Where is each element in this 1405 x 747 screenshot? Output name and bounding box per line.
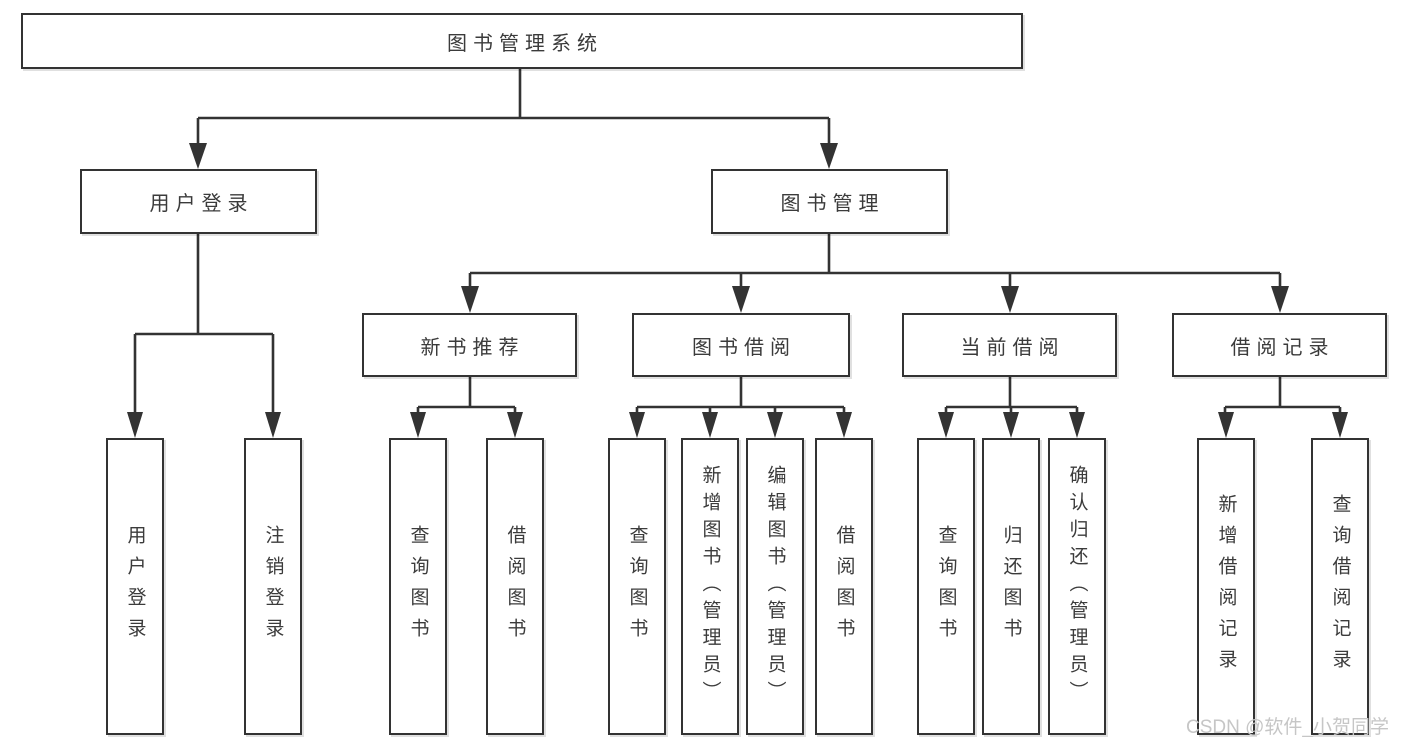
node-user-login: 用户登录: [80, 169, 317, 234]
node-label: 用户登录: [149, 193, 254, 215]
node-label: 查询图书: [626, 524, 648, 649]
arrow-down-icon: [410, 412, 426, 438]
node-root-system: 图书管理系统: [21, 13, 1023, 69]
leaf-borrow-books: 借阅图书: [815, 438, 873, 735]
arrow-down-icon: [1218, 412, 1234, 438]
node-label: 编辑图书（管理员）: [764, 465, 786, 708]
node-book-management: 图书管理: [711, 169, 948, 234]
arrow-down-icon: [1332, 412, 1348, 438]
arrow-down-icon: [1271, 286, 1289, 313]
leaf-query-borrow-record: 查询借阅记录: [1311, 438, 1369, 735]
leaf-add-borrow-record: 新增借阅记录: [1197, 438, 1255, 735]
arrow-down-icon: [820, 143, 838, 169]
node-label: 新书推荐: [420, 336, 525, 359]
leaf-query-books-current: 查询图书: [917, 438, 975, 735]
node-label: 确认归还（管理员）: [1066, 465, 1088, 708]
arrow-down-icon: [265, 412, 281, 438]
node-label: 借阅图书: [504, 524, 526, 649]
leaf-query-books-borrow: 查询图书: [608, 438, 666, 735]
leaf-confirm-return-admin: 确认归还（管理员）: [1048, 438, 1106, 735]
leaf-logout: 注销登录: [244, 438, 302, 735]
node-label: 新增借阅记录: [1215, 493, 1237, 680]
node-label: 查询图书: [935, 524, 957, 649]
connector-userlogin-to-leaves: [133, 234, 275, 418]
node-current-borrow: 当前借阅: [902, 313, 1117, 377]
leaf-edit-books-admin: 编辑图书（管理员）: [746, 438, 804, 735]
connector-currentborrow-to-leaves: [944, 377, 1079, 418]
connector-root-to-level2: [196, 69, 831, 150]
csdn-watermark: CSDN @软件_小贺同学: [1186, 717, 1389, 738]
arrow-down-icon: [127, 412, 143, 438]
node-label: 借阅图书: [833, 524, 855, 649]
arrow-down-icon: [702, 412, 718, 438]
node-label: 查询借阅记录: [1329, 493, 1351, 680]
connector-bookmgmt-to-level3: [468, 233, 1282, 292]
node-label: 图书借阅: [692, 336, 796, 359]
node-label: 查询图书: [407, 524, 429, 649]
connector-bookborrow-to-leaves: [635, 377, 846, 418]
node-book-borrow: 图书借阅: [632, 313, 850, 377]
arrow-down-icon: [732, 286, 750, 313]
leaf-add-books-admin: 新增图书（管理员）: [681, 438, 739, 735]
node-label: 归还图书: [1000, 524, 1022, 649]
arrow-down-icon: [1001, 286, 1019, 313]
arrow-down-icon: [1069, 412, 1085, 438]
arrow-down-icon: [507, 412, 523, 438]
leaf-user-login: 用户登录: [106, 438, 164, 735]
arrow-down-icon: [1003, 412, 1019, 438]
node-label: 注销登录: [262, 524, 284, 649]
arrow-down-icon: [938, 412, 954, 438]
connector-newbook-to-leaves: [416, 377, 517, 418]
leaf-borrow-books-recommend: 借阅图书: [486, 438, 544, 735]
node-new-book-recommend: 新书推荐: [362, 313, 577, 377]
connector-records-to-leaves: [1223, 377, 1342, 418]
node-label: 借阅记录: [1230, 336, 1335, 359]
arrow-down-icon: [767, 412, 783, 438]
arrow-down-icon: [629, 412, 645, 438]
node-borrow-records: 借阅记录: [1172, 313, 1387, 377]
arrow-down-icon: [461, 286, 479, 313]
node-label: 新增图书（管理员）: [699, 465, 721, 708]
node-label: 图书管理系统: [447, 32, 603, 55]
arrowheads: [127, 143, 1348, 438]
arrow-down-icon: [189, 143, 207, 169]
node-label: 当前借阅: [960, 336, 1065, 359]
arrow-down-icon: [836, 412, 852, 438]
leaf-return-books: 归还图书: [982, 438, 1040, 735]
node-label: 图书管理: [780, 193, 885, 215]
node-label: 用户登录: [124, 524, 146, 649]
leaf-query-books-recommend: 查询图书: [389, 438, 447, 735]
